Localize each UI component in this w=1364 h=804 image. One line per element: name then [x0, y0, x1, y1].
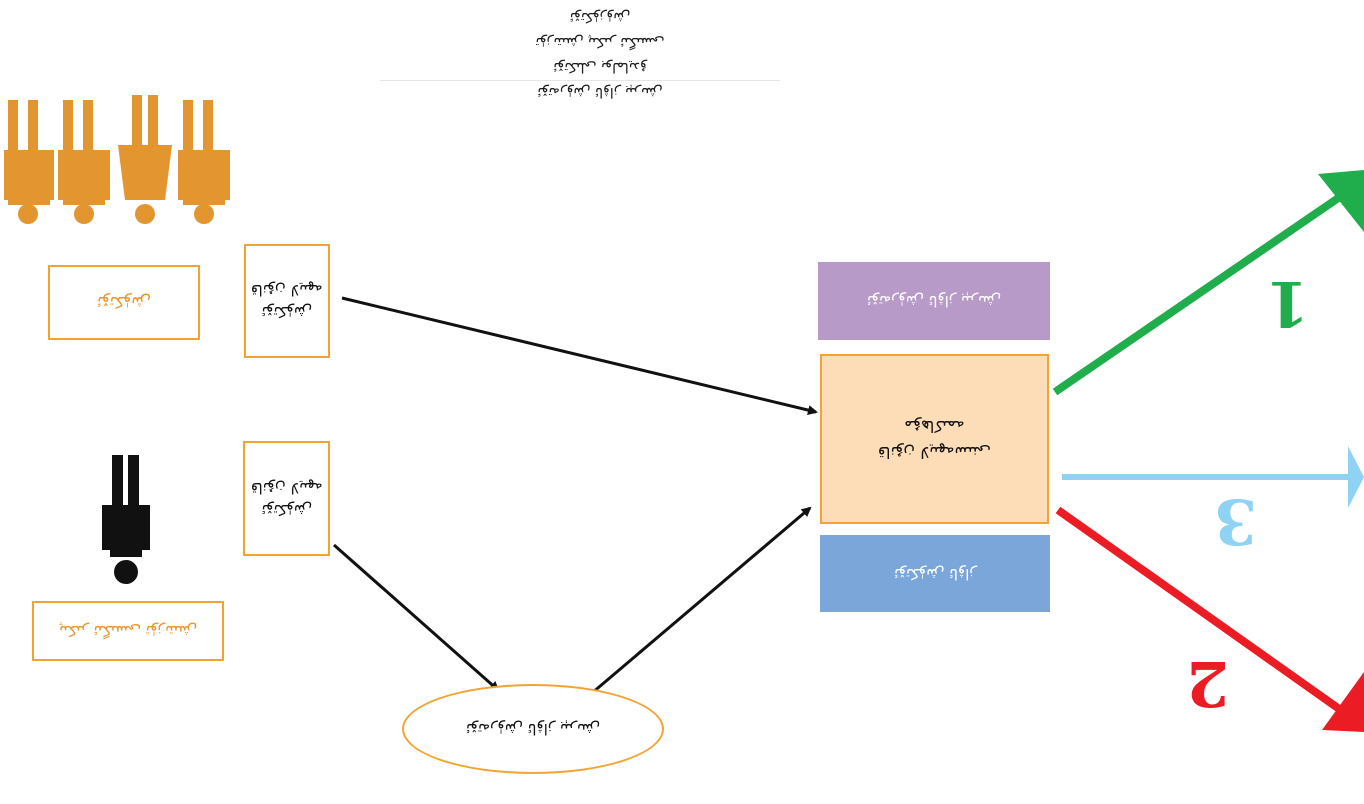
person-icon [118, 95, 172, 224]
center-bottom-bar-label: ئۆتكۈش ئاۋاز [893, 564, 977, 583]
legend-divider [380, 80, 780, 81]
center-bottom-bar: ئۆتكۈش ئاۋاز [820, 535, 1050, 612]
person-icon [102, 455, 150, 584]
center-main-box: قانۇن لايىھەسىنى مۇھاكىمە [820, 354, 1049, 524]
outcome-number-2: 2 [1186, 647, 1230, 720]
person-icon [58, 100, 110, 224]
flow-arrow [591, 506, 812, 695]
group-label: ئۆتكۈش [97, 293, 151, 312]
people-group-icon [4, 95, 230, 224]
red-outcome-arrow [1055, 506, 1364, 732]
ellipse-label: ئۆتەرۈش ئاۋاز بېرىش [465, 720, 601, 738]
input-box-top-line: قانۇن لايىھە [251, 281, 323, 299]
center-main-line: مۇھاكىمە [904, 417, 965, 436]
lightblue-outcome-arrow [1062, 446, 1364, 508]
center-top-bar-label: ئۆتەرۈش ئاۋاز بېرىش [866, 292, 1002, 310]
center-top-bar: ئۆتەرۈش ئاۋاز بېرىش [818, 262, 1050, 340]
input-box-bottom: ئۆتكۈش قانۇن لايىھە [243, 441, 330, 556]
outcome-number-1: 1 [1266, 267, 1310, 340]
group-label-box: ئۆتكۈش [48, 265, 200, 340]
single-label-box: پىكىر ئىگىسى تۈزىتىش [32, 601, 224, 661]
outcome-number-3: 3 [1214, 485, 1258, 558]
input-box-bottom-line: ئۆتكۈش [261, 500, 312, 519]
person-icon [178, 100, 230, 224]
input-box-top: ئۆتكۈش قانۇن لايىھە [244, 244, 330, 358]
input-box-top-line: ئۆتكۈش [261, 303, 313, 321]
input-box-bottom-line: قانۇن لايىھە [250, 478, 323, 497]
center-main-line: قانۇن لايىھەسىنى [878, 443, 991, 462]
green-outcome-arrow [1052, 170, 1364, 396]
voting-ellipse: ئۆتەرۈش ئاۋاز بېرىش [402, 684, 664, 774]
person-icon [4, 100, 54, 224]
flow-arrow [333, 543, 500, 692]
single-label: پىكىر ئىگىسى تۈزىتىش [58, 622, 198, 640]
flow-arrow [341, 296, 818, 415]
